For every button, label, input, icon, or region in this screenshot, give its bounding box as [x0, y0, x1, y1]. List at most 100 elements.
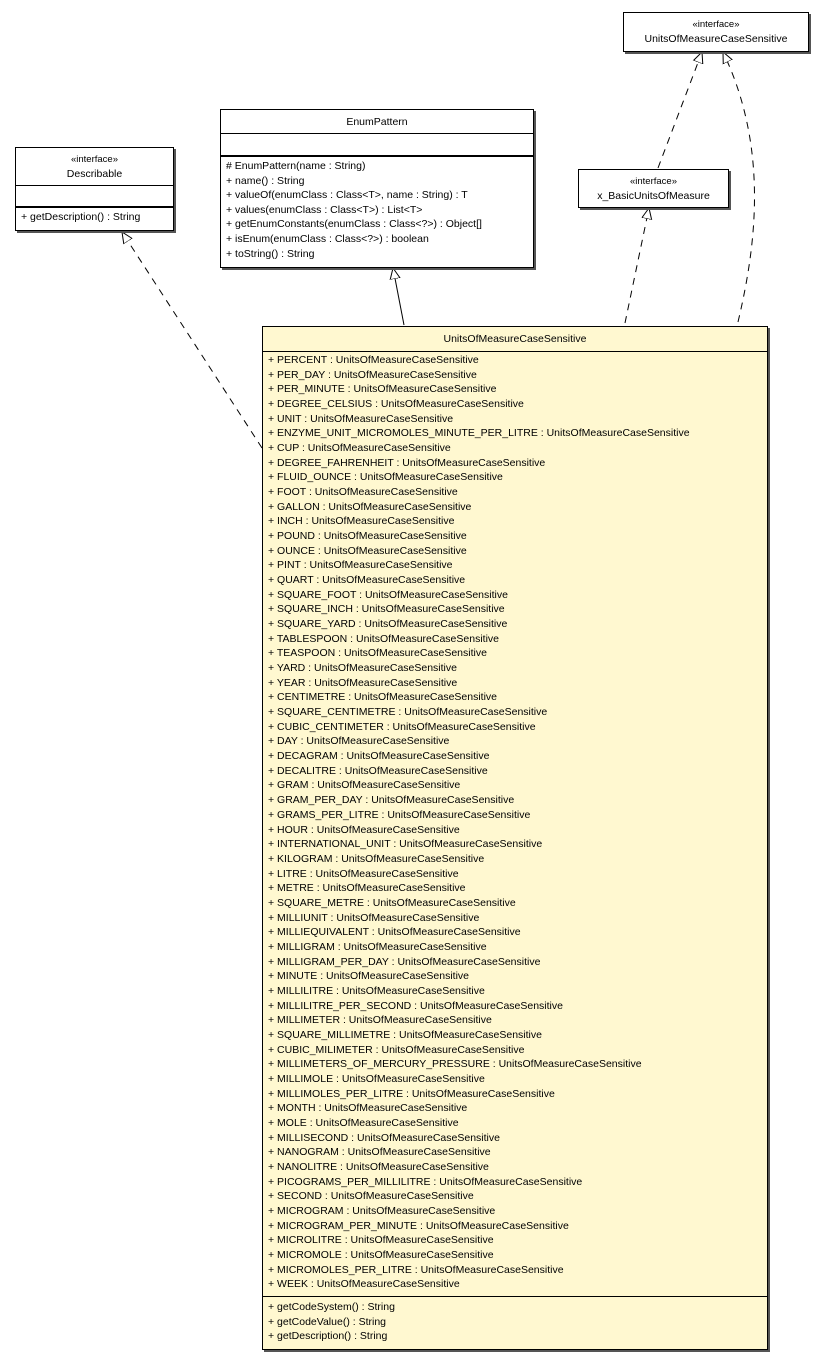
interface-describable[interactable]: «interface» Describable + getDescription… [15, 147, 174, 231]
field: + GRAM : UnitsOfMeasureCaseSensitive [268, 779, 461, 792]
field: + CUBIC_CENTIMETER : UnitsOfMeasureCaseS… [268, 720, 536, 733]
method: + toString() : String [226, 247, 315, 260]
field: + MILLILITRE : UnitsOfMeasureCaseSensiti… [268, 984, 485, 997]
class-name: EnumPattern [346, 115, 408, 128]
fields-section: + PERCENT : UnitsOfMeasureCaseSensitive +… [263, 352, 767, 1297]
field: + GRAM_PER_DAY : UnitsOfMeasureCaseSensi… [268, 794, 515, 807]
field: + TABLESPOON : UnitsOfMeasureCaseSensiti… [268, 632, 499, 645]
field: + INCH : UnitsOfMeasureCaseSensitive [268, 515, 455, 528]
field: + MINUTE : UnitsOfMeasureCaseSensitive [268, 970, 470, 983]
field: + MICROGRAM_PER_MINUTE : UnitsOfMeasureC… [268, 1219, 569, 1232]
field: + PER_MINUTE : UnitsOfMeasureCaseSensiti… [268, 383, 497, 396]
field: + MOLE : UnitsOfMeasureCaseSensitive [268, 1116, 459, 1129]
field: + SQUARE_YARD : UnitsOfMeasureCaseSensit… [268, 618, 508, 631]
field: + INTERNATIONAL_UNIT : UnitsOfMeasureCas… [268, 838, 543, 851]
method: # EnumPattern(name : String) [226, 160, 366, 172]
field: + QUART : UnitsOfMeasureCaseSensitive [268, 574, 466, 587]
field: + PICOGRAMS_PER_MILLILITRE : UnitsOfMeas… [268, 1175, 583, 1188]
method: + valueOf(enumClass : Class<T>, name : S… [226, 189, 468, 202]
class-name: x_BasicUnitsOfMeasure [597, 189, 710, 202]
field: + UNIT : UnitsOfMeasureCaseSensitive [268, 412, 454, 425]
field: + MICROGRAM : UnitsOfMeasureCaseSensitiv… [268, 1204, 496, 1217]
realization-arrow-basic-units [624, 208, 649, 324]
interface-x-basic-units-of-measure[interactable]: «interface» x_BasicUnitsOfMeasure [578, 169, 729, 208]
field: + MICROMOLE : UnitsOfMeasureCaseSensitiv… [268, 1248, 494, 1261]
field: + MILLILITRE_PER_SECOND : UnitsOfMeasure… [268, 999, 563, 1012]
field: + SECOND : UnitsOfMeasureCaseSensitive [268, 1190, 474, 1203]
field: + MILLIMETER : UnitsOfMeasureCaseSensiti… [268, 1014, 492, 1027]
class-enum-pattern[interactable]: EnumPattern # EnumPattern(name : String)… [220, 109, 534, 268]
field: + DEGREE_FAHRENHEIT : UnitsOfMeasureCase… [268, 456, 546, 469]
method: + name() : String [226, 174, 305, 187]
field: + MILLIMETERS_OF_MERCURY_PRESSURE : Unit… [268, 1058, 642, 1071]
realization-arrow-basic-to-interface [657, 52, 702, 169]
class-name: UnitsOfMeasureCaseSensitive [644, 33, 788, 45]
field: + CUBIC_MILIMETER : UnitsOfMeasureCaseSe… [268, 1043, 525, 1056]
method: + isEnum(enumClass : Class<?>) : boolean [226, 232, 429, 245]
field: + KILOGRAM : UnitsOfMeasureCaseSensitive [268, 852, 485, 865]
field: + CUP : UnitsOfMeasureCaseSensitive [268, 442, 451, 455]
field: + TEASPOON : UnitsOfMeasureCaseSensitive [268, 647, 487, 660]
method: + getDescription() : String [21, 211, 141, 223]
field: + PER_DAY : UnitsOfMeasureCaseSensitive [268, 368, 477, 381]
field: + DECALITRE : UnitsOfMeasureCaseSensitiv… [268, 764, 488, 777]
field: + GALLON : UnitsOfMeasureCaseSensitive [268, 500, 472, 513]
field: + MICROLITRE : UnitsOfMeasureCaseSensiti… [268, 1234, 494, 1247]
field: + CENTIMETRE : UnitsOfMeasureCaseSensiti… [268, 691, 498, 704]
generalization-arrow-enum-pattern [393, 268, 405, 326]
stereotype-label: «interface» [692, 19, 740, 30]
field: + MILLIEQUIVALENT : UnitsOfMeasureCaseSe… [268, 926, 521, 939]
method: + getCodeValue() : String [268, 1315, 386, 1328]
field: + FOOT : UnitsOfMeasureCaseSensitive [268, 486, 458, 499]
realization-arrow-main-to-interface [723, 52, 755, 323]
field: + FLUID_OUNCE : UnitsOfMeasureCaseSensit… [268, 471, 503, 484]
field: + SQUARE_MILLIMETRE : UnitsOfMeasureCase… [268, 1028, 542, 1041]
interface-units-of-measure-case-sensitive[interactable]: «interface» UnitsOfMeasureCaseSensitive [623, 12, 809, 52]
field: + MILLIMOLE : UnitsOfMeasureCaseSensitiv… [268, 1072, 485, 1085]
methods-section: + getCodeSystem() : String + getCodeValue… [263, 1297, 767, 1346]
methods-section: # EnumPattern(name : String) + name() : S… [221, 157, 533, 263]
field: + MICROMOLES_PER_LITRE : UnitsOfMeasureC… [268, 1263, 564, 1276]
field: + DAY : UnitsOfMeasureCaseSensitive [268, 735, 450, 748]
field: + MILLIGRAM_PER_DAY : UnitsOfMeasureCase… [268, 955, 541, 968]
realization-arrow-describable [122, 232, 263, 449]
field: + MILLIUNIT : UnitsOfMeasureCaseSensitiv… [268, 911, 480, 924]
field: + SQUARE_INCH : UnitsOfMeasureCaseSensit… [268, 603, 505, 616]
field: + ENZYME_UNIT_MICROMOLES_MINUTE_PER_LITR… [268, 427, 690, 440]
field: + LITRE : UnitsOfMeasureCaseSensitive [268, 867, 459, 880]
method: + getCodeSystem() : String [268, 1301, 395, 1313]
field: + GRAMS_PER_LITRE : UnitsOfMeasureCaseSe… [268, 808, 531, 821]
class-name: Describable [66, 167, 123, 180]
field: + MILLIMOLES_PER_LITRE : UnitsOfMeasureC… [268, 1087, 555, 1100]
field: + MILLISECOND : UnitsOfMeasureCaseSensit… [268, 1131, 500, 1144]
class-units-of-measure-case-sensitive[interactable]: UnitsOfMeasureCaseSensitive + PERCENT : … [262, 326, 768, 1350]
field: + DEGREE_CELSIUS : UnitsOfMeasureCaseSen… [268, 398, 524, 411]
field: + DECAGRAM : UnitsOfMeasureCaseSensitive [268, 750, 490, 763]
field: + OUNCE : UnitsOfMeasureCaseSensitive [268, 544, 467, 557]
attributes-section [16, 186, 173, 208]
class-name: UnitsOfMeasureCaseSensitive [443, 333, 587, 345]
field: + NANOLITRE : UnitsOfMeasureCaseSensitiv… [268, 1160, 489, 1173]
stereotype-label: «interface» [629, 175, 677, 187]
field: + MONTH : UnitsOfMeasureCaseSensitive [268, 1102, 468, 1115]
field: + MILLIGRAM : UnitsOfMeasureCaseSensitiv… [268, 940, 487, 953]
field: + PINT : UnitsOfMeasureCaseSensitive [268, 559, 453, 572]
field: + POUND : UnitsOfMeasureCaseSensitive [268, 530, 467, 543]
field: + YEAR : UnitsOfMeasureCaseSensitive [268, 676, 458, 689]
attributes-section [221, 134, 533, 157]
field: + METRE : UnitsOfMeasureCaseSensitive [268, 882, 466, 895]
field: + SQUARE_METRE : UnitsOfMeasureCaseSensi… [268, 896, 516, 909]
field: + WEEK : UnitsOfMeasureCaseSensitive [268, 1278, 460, 1291]
method: + getEnumConstants(enumClass : Class<?>)… [226, 218, 482, 231]
field: + PERCENT : UnitsOfMeasureCaseSensitive [268, 354, 479, 366]
field: + SQUARE_CENTIMETRE : UnitsOfMeasureCase… [268, 706, 548, 719]
field: + SQUARE_FOOT : UnitsOfMeasureCaseSensit… [268, 588, 508, 601]
field: + HOUR : UnitsOfMeasureCaseSensitive [268, 823, 460, 836]
methods-section: + getDescription() : String [16, 208, 173, 227]
field: + YARD : UnitsOfMeasureCaseSensitive [268, 662, 457, 675]
method: + getDescription() : String [268, 1330, 388, 1343]
stereotype-label: «interface» [70, 153, 118, 165]
method: + values(enumClass : Class<T>) : List<T> [226, 203, 423, 216]
